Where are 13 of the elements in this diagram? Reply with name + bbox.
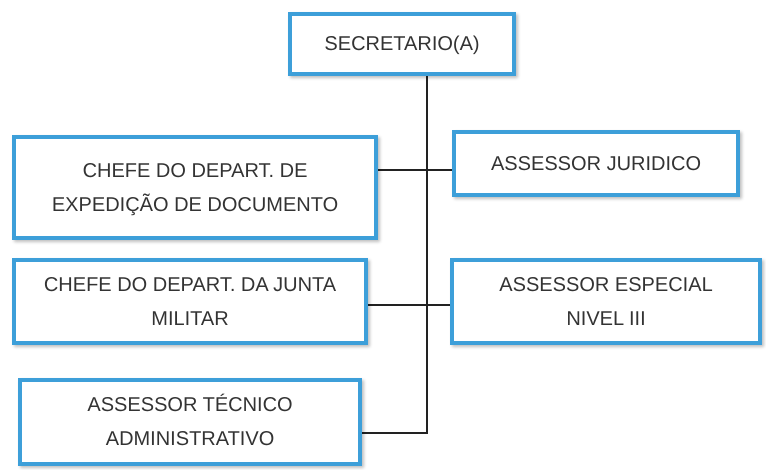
box-label: SECRETARIO(A) [324,32,480,57]
org-box [288,12,516,76]
box-label: CHEFE DO DEPART. DA JUNTA MILITAR [42,272,338,332]
box-label: ASSESSOR JURIDICO [490,152,702,176]
org-box [12,258,368,345]
org-box [450,258,762,345]
org-box [452,130,740,197]
org-box [18,378,362,466]
box-label: CHEFE DO DEPART. DE EXPEDIÇÃO DE DOCUMENTO [50,158,340,218]
box-label: ASSESSOR ESPECIAL NIVEL III [498,272,714,332]
org-box [12,135,378,240]
connector-line [362,76,428,434]
box-label: ASSESSOR TÉCNICO ADMINISTRATIVO [86,392,294,452]
